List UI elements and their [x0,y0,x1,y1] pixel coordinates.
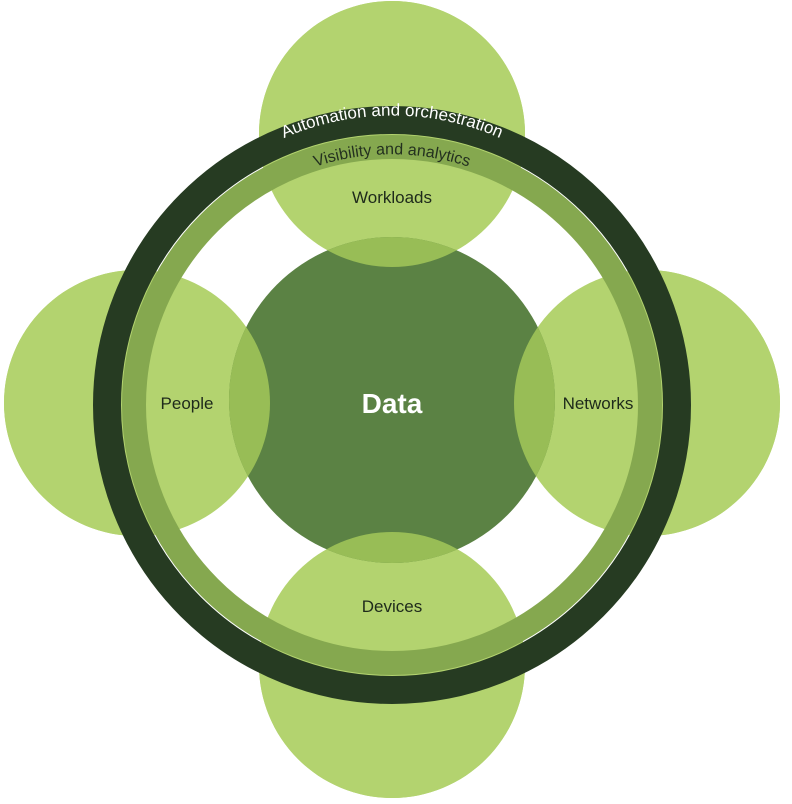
ring-inner [122,135,662,675]
pillar-label-top: Workloads [352,188,432,207]
data-circle [229,237,555,563]
pillar-label-left: People [161,394,214,413]
pillar-label-bottom: Devices [362,597,422,616]
ring-outer [93,106,691,704]
center-label: Data [362,388,423,419]
pillar-label-right: Networks [563,394,634,413]
